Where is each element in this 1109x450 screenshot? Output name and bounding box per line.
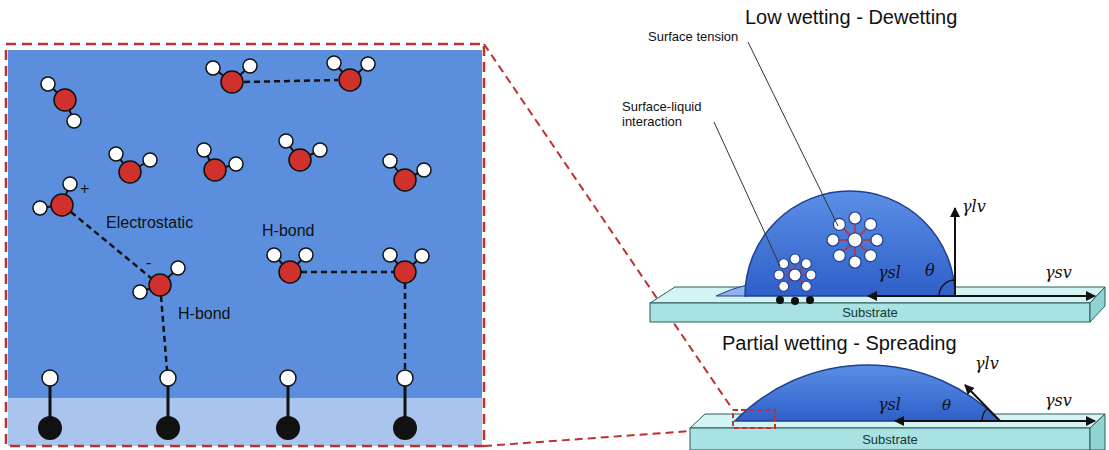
annotation-label: H-bond [178,305,230,323]
symbol-label: γsv [1045,264,1072,282]
substrate-box: Substrate [650,303,1090,322]
annotation-label: Surface-liquid interaction [622,100,722,130]
annotation-label: Electrostatic [106,214,193,232]
surface-groups [38,370,417,440]
panel-title: Low wetting - Dewetting [745,6,957,29]
water-molecules [33,56,431,299]
annotation-label: - [146,254,151,272]
annotation-label: Surface tension [648,30,738,45]
symbol-label: θ [942,397,951,414]
molecular-panel [6,44,484,446]
symbol-label: θ [925,262,935,280]
symbol-label: γsv [1045,392,1072,410]
zoom-lines [484,44,733,446]
leader-lines [714,42,838,266]
annotation-label: + [80,180,89,198]
substrate-label: Substrate [862,433,918,446]
substrate-box: Substrate [690,428,1090,450]
droplet-dewetting [716,191,1095,305]
symbol-label: γlv [962,198,986,216]
bond-lines [71,80,405,370]
annotation-label: H-bond [262,222,314,240]
symbol-label: γlv [975,355,999,373]
substrate-label: Substrate [842,306,898,319]
droplet-spreading [733,365,1095,428]
symbol-label: γsl [878,396,901,414]
symbol-label: γsl [878,264,901,282]
panel-title: Partial wetting - Spreading [722,332,957,355]
